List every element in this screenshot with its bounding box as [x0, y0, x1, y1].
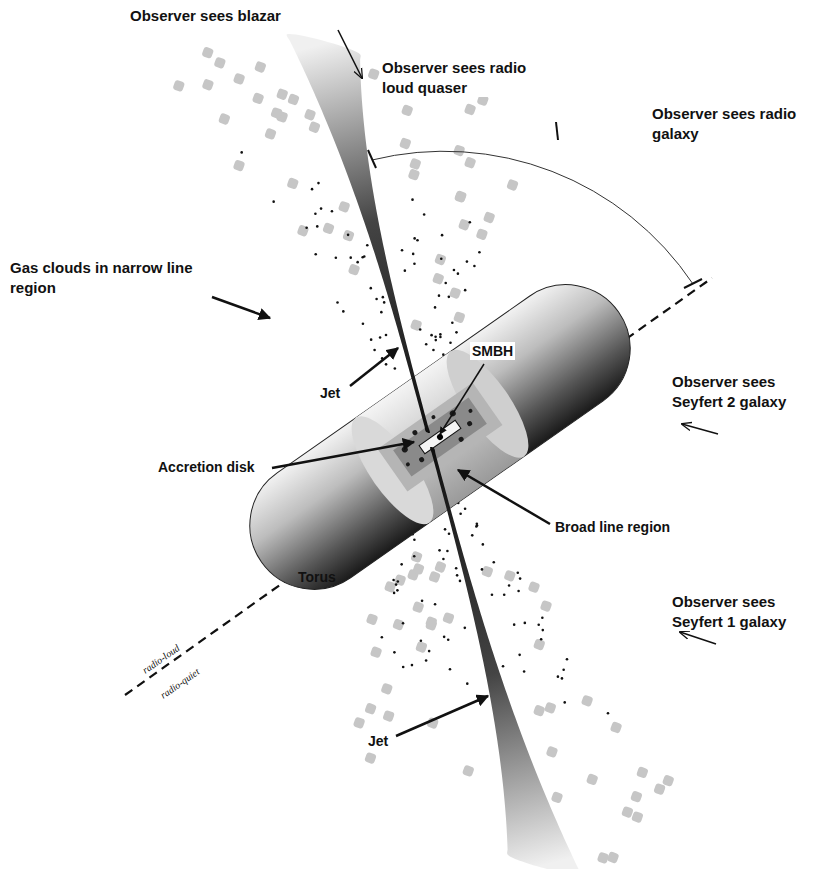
observer-label: Observer sees radio galaxy — [650, 104, 804, 143]
observer-label: Observer sees Seyfert 2 galaxy — [670, 372, 832, 411]
observer-label: Observer sees blazar — [128, 6, 283, 26]
arc-tick — [556, 122, 558, 140]
part-label: Broad line region — [553, 518, 672, 536]
observer-label: Observer sees radio loud quaser — [380, 58, 559, 97]
part-label: Jet — [366, 732, 390, 750]
viewing-arc — [372, 151, 693, 284]
narrow-line-clouds — [172, 46, 674, 864]
part-label: SMBH — [470, 342, 515, 360]
leader-arrows — [212, 30, 718, 736]
part-label: Jet — [318, 384, 342, 402]
radio-divider-label: radio-loud — [138, 640, 184, 677]
part-label: Torus — [296, 568, 338, 586]
region-label: Gas clouds in narrow line region — [8, 258, 212, 297]
arc-tick — [368, 150, 376, 168]
observer-label: Observer sees Seyfert 1 galaxy — [670, 592, 832, 631]
radio-divider-label: radio-quiet — [156, 664, 204, 703]
arc-tick — [684, 279, 702, 288]
torus — [225, 260, 656, 615]
jet — [430, 447, 581, 869]
part-label: Accretion disk — [156, 458, 256, 476]
smbh — [436, 433, 444, 441]
